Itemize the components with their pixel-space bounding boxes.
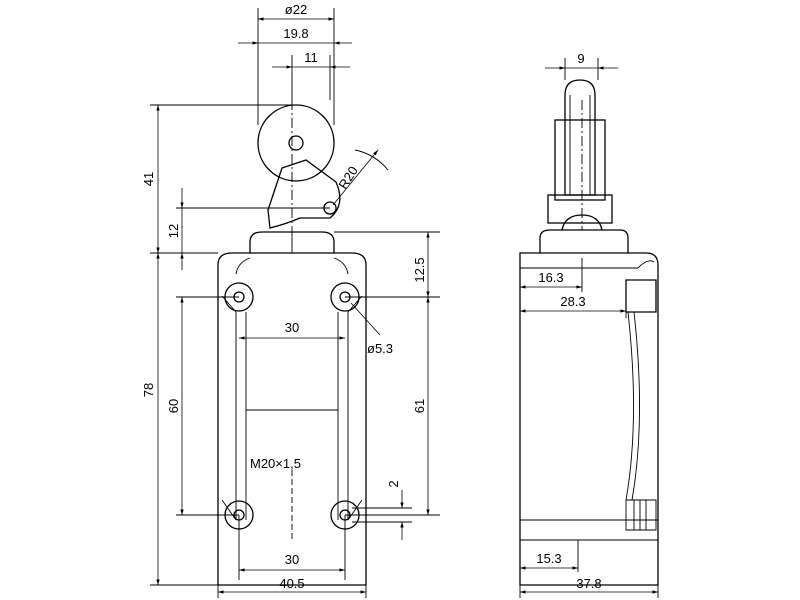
switch-body (217, 231, 367, 586)
dim-hole-spacing-bottom: 30 (285, 552, 299, 567)
dim-2: 2 (386, 480, 401, 487)
dim-depth: 37.8 (576, 576, 601, 591)
dim-28-3: 28.3 (560, 294, 585, 309)
dim-hole-diameter: ø5.3 (367, 341, 393, 356)
side-lower-dimensions: 15.3 37.8 (519, 540, 659, 598)
front-hole-spacing: 30 30 (238, 320, 346, 580)
side-body (519, 229, 659, 586)
thread-label: M20×1,5 (250, 456, 301, 471)
dim-radius: R20 (336, 164, 361, 192)
dim-78: 78 (141, 383, 156, 397)
side-top-dimension: 9 (545, 51, 618, 80)
dim-16-3: 16.3 (538, 270, 563, 285)
dim-19-8: 19.8 (283, 26, 308, 41)
lever-roller (257, 100, 389, 232)
hole-leader (350, 302, 381, 336)
side-roller (547, 79, 613, 231)
radius-leader (332, 149, 379, 206)
dim-11: 11 (304, 50, 318, 65)
dim-41: 41 (141, 172, 156, 186)
dim-15-3: 15.3 (536, 551, 561, 566)
front-top-dimensions: ø22 19.8 11 (238, 2, 352, 125)
side-upper-dimensions: 16.3 28.3 (520, 258, 627, 318)
dim-roller-diameter: ø22 (285, 2, 307, 17)
dim-width: 40.5 (279, 576, 304, 591)
dim-hole-spacing-top: 30 (285, 320, 299, 335)
front-bottom-width: 40.5 (217, 576, 367, 598)
dim-12-5: 12.5 (412, 257, 427, 282)
dim-60: 60 (166, 399, 181, 413)
dim-roller-width: 9 (577, 51, 584, 66)
dim-61: 61 (412, 399, 427, 413)
front-left-dimensions: 41 12 78 60 (141, 104, 330, 586)
front-view: ø22 19.8 11 41 12 78 (141, 2, 440, 598)
dim-12: 12 (166, 224, 181, 238)
side-view: 9 16.3 28.3 15.3 37.8 (519, 51, 659, 598)
front-right-dimensions: 12.5 61 2 ø5.3 (334, 231, 440, 540)
